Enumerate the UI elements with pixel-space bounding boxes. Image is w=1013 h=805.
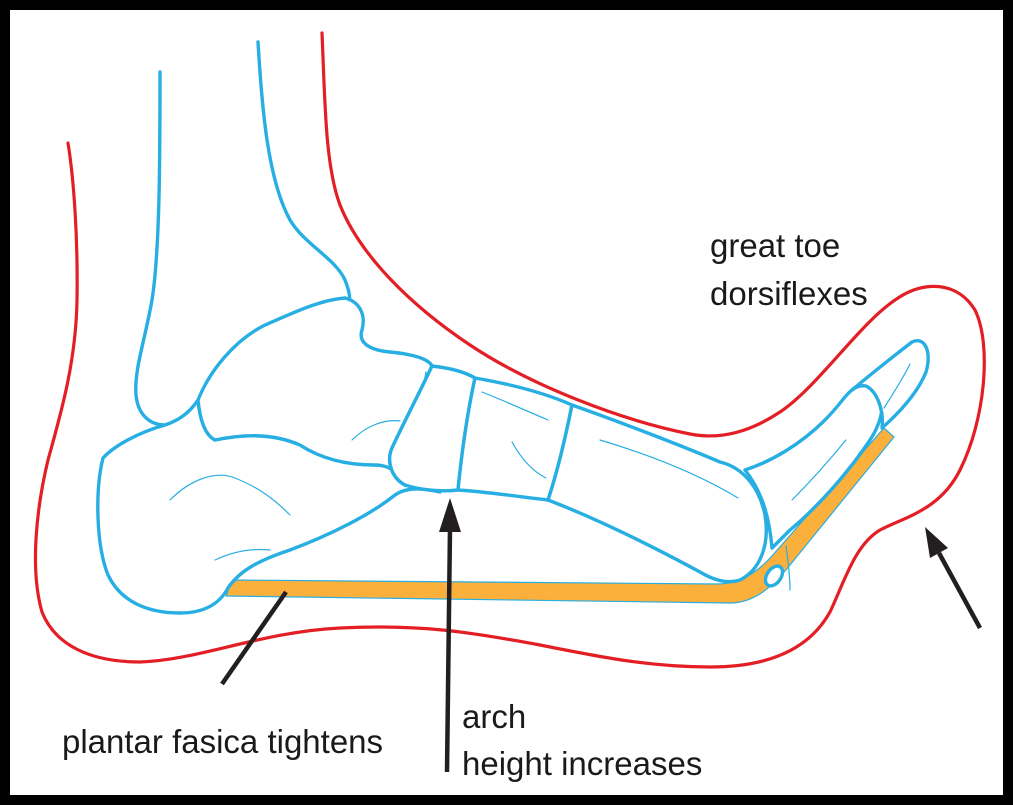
arch-arrow-line [447,528,450,772]
great-toe-label-line2: dorsiflexes [710,275,868,312]
plantar-fascia-label: plantar fasica tightens [62,723,383,760]
arch-label-line1: arch [462,698,526,735]
great-toe-label-line1: great toe [710,227,840,264]
arch-label-line2: height increases [462,745,702,782]
